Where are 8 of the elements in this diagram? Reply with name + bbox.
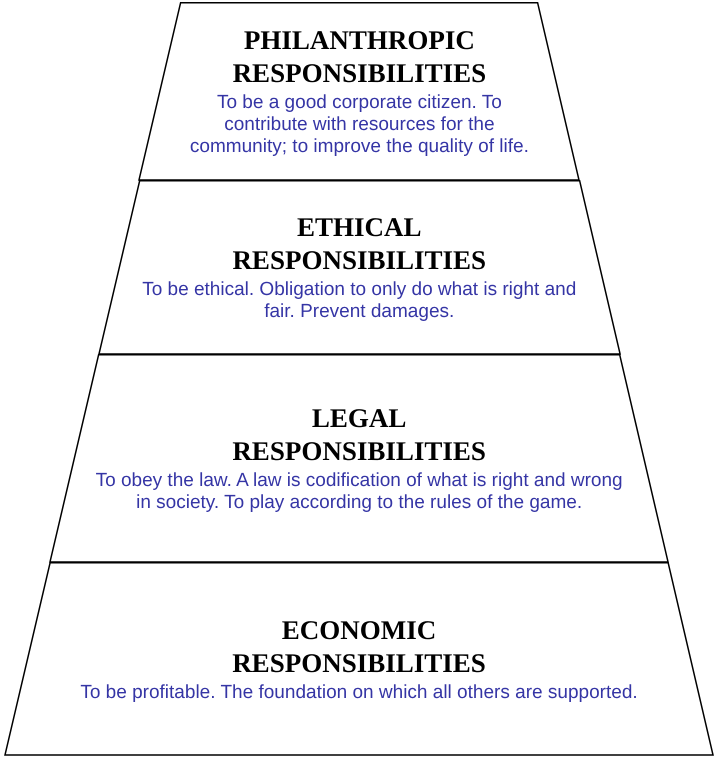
level-description: To be a good corporate citizen. To contribute with resources for the community; to improve the quality of life. [188, 92, 530, 158]
level-description: To be ethical. Obligation to only do what is right and fair. Prevent damages. [141, 279, 578, 323]
level-heading: PHILANTHROPIC RESPONSIBILITIES [232, 24, 488, 90]
level-heading: ECONOMIC RESPONSIBILITIES [231, 614, 487, 680]
level-description: To obey the law. A law is codification of what is right and wrong in society. To play according to the rules of the game. [94, 470, 624, 514]
level-heading: LEGAL RESPONSIBILITIES [231, 402, 487, 468]
level-heading: ETHICAL RESPONSIBILITIES [231, 211, 488, 277]
level-description: To be profitable. The foundation on which all others are supported. [80, 682, 638, 704]
